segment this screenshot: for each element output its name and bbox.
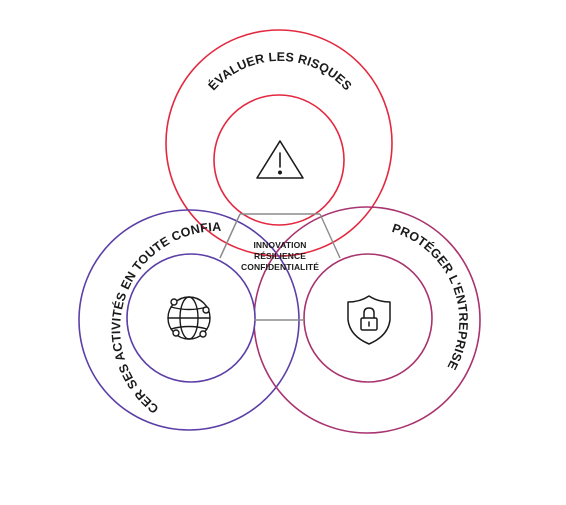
center-triangle-edge: [319, 213, 341, 259]
globe-network-icon: [167, 296, 211, 340]
label-top: ÉVALUER LES RISQUES: [205, 50, 355, 93]
center-triangle-edge: [219, 213, 241, 259]
shield-lock-icon: [347, 295, 391, 345]
inner-circle-top: [213, 94, 345, 226]
center-line-confidentialite: CONFIDENTIALITÉ: [241, 262, 319, 272]
center-line-resilience: RÉSILIENCE: [254, 251, 306, 261]
center-line-innovation: INNOVATION: [253, 240, 306, 250]
warning-triangle-icon: [256, 140, 304, 179]
